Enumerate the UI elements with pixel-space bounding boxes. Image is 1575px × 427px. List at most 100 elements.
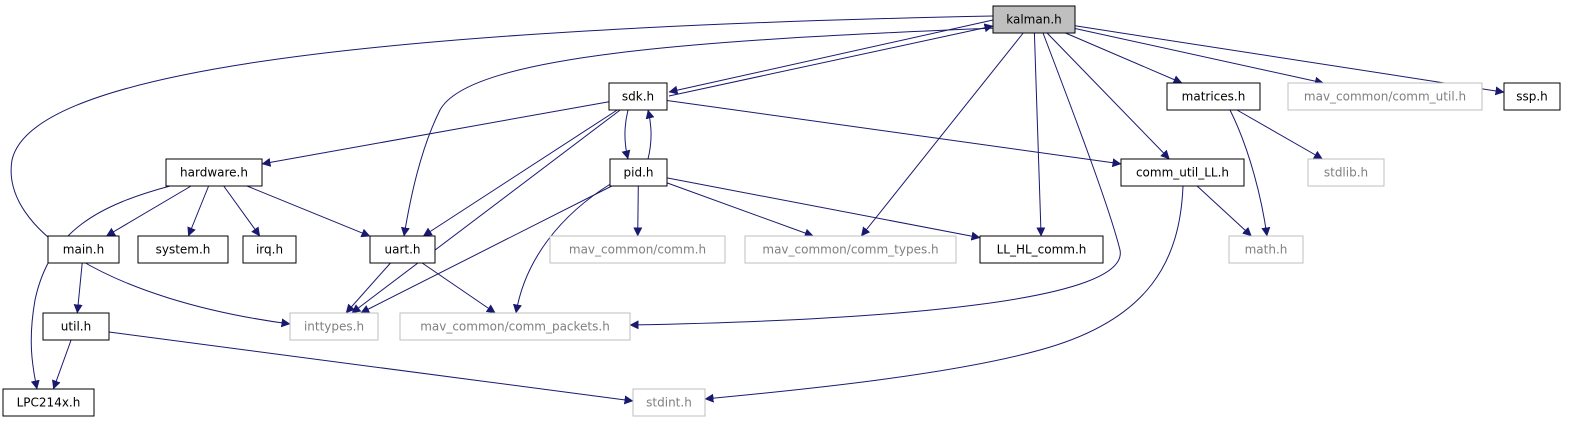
edge-sdk-to-hardware [261, 101, 610, 167]
edge-pid-to-sdk [645, 109, 655, 160]
node-mav_comm_types[interactable]: mav_common/comm_types.h [744, 235, 957, 264]
node-mav_comm_packets[interactable]: mav_common/comm_packets.h [399, 312, 631, 341]
edge-sdk-to-comm_util_ll [666, 100, 1122, 168]
edge-kalman-to-comm_util_ll [1046, 32, 1170, 160]
edge-kalman-to-mav_comm_types [860, 32, 1024, 237]
node-mav_comm_util[interactable]: mav_common/comm_util.h [1287, 82, 1483, 111]
node-label-pid: pid.h [624, 166, 654, 180]
edge-matrices-to-math [1229, 109, 1271, 237]
node-label-mav_comm_types: mav_common/comm_types.h [762, 243, 938, 257]
node-label-math: math.h [1245, 243, 1288, 257]
node-system[interactable]: system.h [137, 235, 229, 264]
node-util[interactable]: util.h [42, 312, 110, 341]
node-inttypes[interactable]: inttypes.h [289, 312, 379, 341]
edge-util-to-stdint [108, 331, 634, 405]
node-label-inttypes: inttypes.h [304, 320, 364, 334]
node-box-mav_comm_util[interactable] [1287, 82, 1483, 111]
node-label-irq: irq.h [256, 243, 283, 257]
node-lpc214x[interactable]: LPC214x.h [2, 388, 95, 417]
node-label-lpc214x: LPC214x.h [17, 396, 81, 410]
node-label-kalman: kalman.h [1006, 13, 1062, 27]
node-irq[interactable]: irq.h [242, 235, 297, 264]
node-sdk[interactable]: sdk.h [608, 82, 668, 111]
node-label-ll_hl_comm: LL_HL_comm.h [997, 243, 1087, 257]
edge-hardware-to-system [187, 185, 210, 237]
node-stdint[interactable]: stdint.h [632, 388, 706, 417]
edge-pid-to-mav_comm_packets [512, 182, 613, 314]
node-box-inttypes[interactable] [289, 312, 379, 341]
node-box-lpc214x[interactable] [2, 388, 95, 417]
node-box-stdlib[interactable] [1307, 158, 1385, 187]
node-hardware[interactable]: hardware.h [165, 158, 263, 187]
edge-kalman-to-uart [400, 27, 997, 237]
edge-kalman-to-ll_hl_comm [1033, 32, 1046, 237]
node-box-pid[interactable] [609, 158, 668, 187]
edge-uart-to-mav_comm_packets [421, 262, 496, 314]
edge-kalman-to-inttypes [10, 15, 994, 328]
node-label-matrices: matrices.h [1182, 90, 1246, 104]
node-box-util[interactable] [42, 312, 110, 341]
edge-kalman-to-sdk [668, 19, 994, 95]
edge-matrices-to-stdlib [1236, 109, 1323, 160]
edges-layer [10, 15, 1505, 405]
node-label-stdlib: stdlib.h [1324, 166, 1368, 180]
node-uart[interactable]: uart.h [369, 235, 436, 264]
node-label-sdk: sdk.h [622, 90, 654, 104]
node-ll_hl_comm[interactable]: LL_HL_comm.h [979, 235, 1104, 264]
node-box-ssp[interactable] [1503, 82, 1561, 111]
node-label-main: main.h [63, 243, 104, 257]
node-box-math[interactable] [1228, 235, 1304, 264]
edge-main-to-util [73, 262, 83, 314]
node-label-uart: uart.h [384, 243, 420, 257]
edge-kalman-to-ssp [1074, 25, 1505, 96]
node-main[interactable]: main.h [47, 235, 120, 264]
node-box-uart[interactable] [369, 235, 436, 264]
node-label-stdint: stdint.h [646, 396, 692, 410]
node-box-ll_hl_comm[interactable] [979, 235, 1104, 264]
node-label-system: system.h [156, 243, 211, 257]
edge-sdk-to-uart [422, 109, 618, 237]
edge-hardware-to-main [106, 185, 192, 237]
node-label-comm_util_ll: comm_util_LL.h [1136, 166, 1229, 180]
node-kalman[interactable]: kalman.h [992, 5, 1076, 34]
node-box-comm_util_ll[interactable] [1120, 158, 1245, 187]
node-box-kalman[interactable] [992, 5, 1076, 34]
edge-pid-to-ll_hl_comm [666, 177, 981, 241]
edge-hardware-to-uart [246, 185, 371, 238]
edge-pid-to-inttypes [360, 185, 613, 314]
node-mav_comm[interactable]: mav_common/comm.h [549, 235, 726, 264]
node-pid[interactable]: pid.h [609, 158, 668, 187]
node-box-system[interactable] [137, 235, 229, 264]
node-box-matrices[interactable] [1166, 82, 1261, 111]
nodes-layer: kalman.h sdk.h matrices.h mav_common/comm_u… [2, 5, 1561, 417]
edge-sdk-to-pid [621, 109, 631, 160]
edge-kalman-to-mav_comm_util [1074, 28, 1324, 86]
node-box-mav_comm_types[interactable] [744, 235, 957, 264]
edge-pid-to-mav_comm [633, 185, 643, 237]
node-label-mav_comm_packets: mav_common/comm_packets.h [420, 320, 610, 334]
edge-sdk-to-inttypes [351, 109, 621, 314]
edge-kalman-to-matrices [1065, 32, 1183, 84]
node-box-main[interactable] [47, 235, 120, 264]
edge-comm_util_ll-to-math [1196, 185, 1252, 237]
node-label-ssp: ssp.h [1516, 90, 1548, 104]
node-ssp[interactable]: ssp.h [1503, 82, 1561, 111]
node-comm_util_ll[interactable]: comm_util_LL.h [1120, 158, 1245, 187]
node-matrices[interactable]: matrices.h [1166, 82, 1261, 111]
node-label-mav_comm: mav_common/comm.h [569, 243, 706, 257]
node-box-irq[interactable] [242, 235, 297, 264]
node-math[interactable]: math.h [1228, 235, 1304, 264]
edge-kalman-to-mav_comm_packets [629, 32, 1121, 330]
node-box-sdk[interactable] [608, 82, 668, 111]
edge-comm_util_ll-to-stdint [704, 185, 1184, 403]
node-stdlib[interactable]: stdlib.h [1307, 158, 1385, 187]
node-box-mav_comm_packets[interactable] [399, 312, 631, 341]
node-label-hardware: hardware.h [180, 166, 248, 180]
edge-util-to-lpc214x [52, 339, 72, 390]
node-label-util: util.h [61, 320, 91, 334]
node-box-stdint[interactable] [632, 388, 706, 417]
node-box-mav_comm[interactable] [549, 235, 726, 264]
node-box-hardware[interactable] [165, 158, 263, 187]
